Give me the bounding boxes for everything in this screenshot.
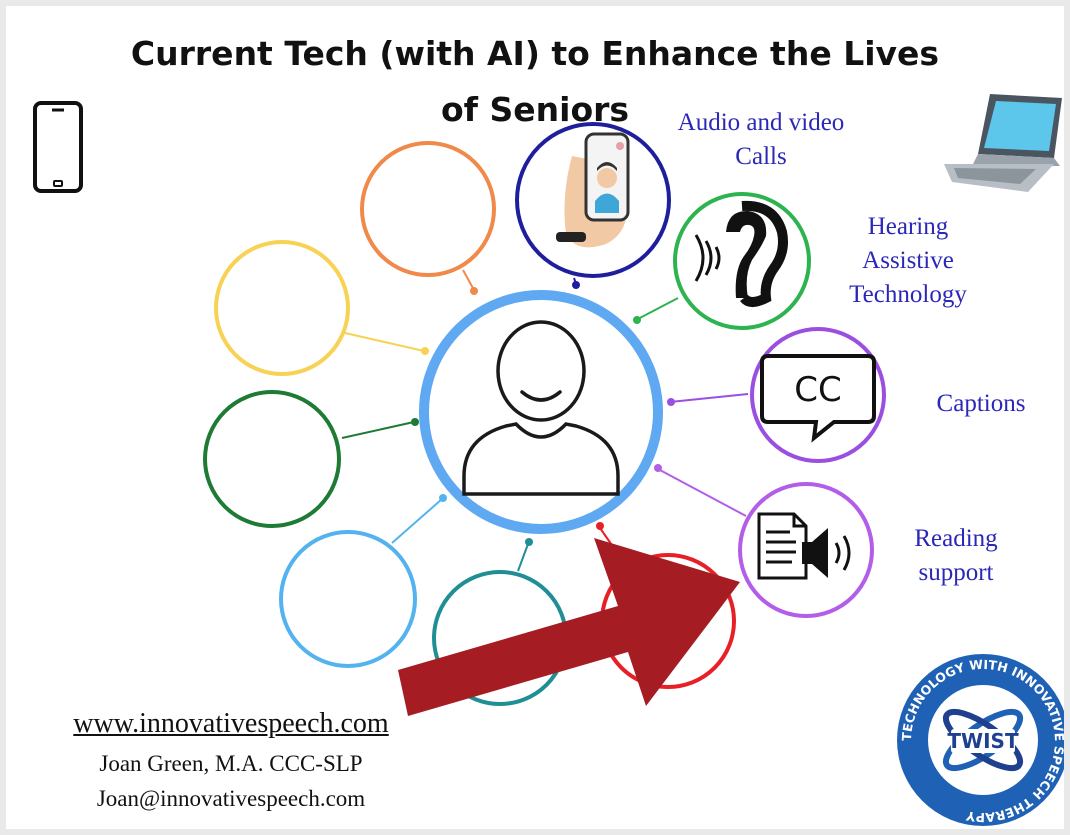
dot-red — [596, 522, 604, 530]
label-calls-line-1: Audio and video — [677, 109, 845, 136]
label-calls: Audio and video Calls — [656, 106, 866, 174]
dot-violet — [654, 464, 662, 472]
dot-light-blue — [439, 494, 447, 502]
connector-yellow — [344, 332, 425, 352]
dot-navy — [572, 281, 580, 289]
connector-violet — [657, 468, 747, 517]
dot-green — [633, 316, 641, 324]
label-hearing: Hearing Assistive Technology — [818, 210, 998, 312]
label-reading-line-1: Reading — [914, 525, 998, 552]
label-hearing-line-2: Assistive — [862, 247, 954, 274]
connector-purple — [669, 393, 749, 403]
ear-sound-icon — [694, 200, 788, 307]
video-call-icon — [556, 132, 630, 248]
connector-orange — [462, 269, 475, 291]
page-title: Current Tech (with AI) to Enhance the Li… — [6, 26, 1064, 138]
connector-light-blue — [391, 498, 443, 544]
connector-dots — [411, 281, 675, 546]
label-reading-line-2: support — [918, 559, 994, 586]
document-speaker-icon — [757, 512, 851, 580]
dot-orange — [470, 287, 478, 295]
label-captions: Captions — [936, 390, 1026, 417]
connector-teal — [517, 543, 529, 572]
smartphone-icon — [33, 101, 83, 193]
label-hearing-line-3: Technology — [849, 281, 967, 308]
label-hearing-line-1: Hearing — [867, 213, 949, 240]
person-icon — [462, 320, 620, 496]
laptop-icon — [944, 94, 1062, 192]
title-line-1: Current Tech (with AI) to Enhance the Li… — [130, 34, 940, 73]
red-arrow-icon — [398, 538, 740, 716]
twist-logo: TECHNOLOGY WITH INNOVATIVE SPEECH THERAP… — [897, 654, 1064, 826]
connectors — [341, 269, 749, 572]
empty-circle-light-blue — [279, 530, 417, 668]
dot-teal — [525, 538, 533, 546]
empty-circle-orange — [360, 141, 496, 277]
label-calls-line-2: Calls — [735, 143, 787, 170]
empty-circle-yellow — [214, 240, 350, 376]
empty-circle-dark-green — [203, 390, 341, 528]
dot-yellow — [421, 347, 429, 355]
label-reading: Reading support — [886, 522, 1026, 590]
author-email[interactable]: Joan@innovativespeech.com — [96, 786, 366, 811]
connector-green — [635, 297, 679, 321]
center-circle — [419, 290, 663, 534]
logo-center-text: TWIST — [947, 729, 1019, 753]
connector-dark-green — [341, 421, 415, 439]
dot-purple — [667, 398, 675, 406]
svg-text:CC: CC — [794, 370, 841, 410]
dot-dark-green — [411, 418, 419, 426]
hub-diagram: CC — [33, 94, 1064, 826]
closed-captions-icon: CC — [760, 354, 876, 443]
canvas: Current Tech (with AI) to Enhance the Li… — [6, 6, 1064, 829]
author-name: Joan Green, M.A. CCC-SLP — [99, 751, 363, 776]
website-link[interactable]: www.innovativespeech.com — [73, 708, 389, 739]
